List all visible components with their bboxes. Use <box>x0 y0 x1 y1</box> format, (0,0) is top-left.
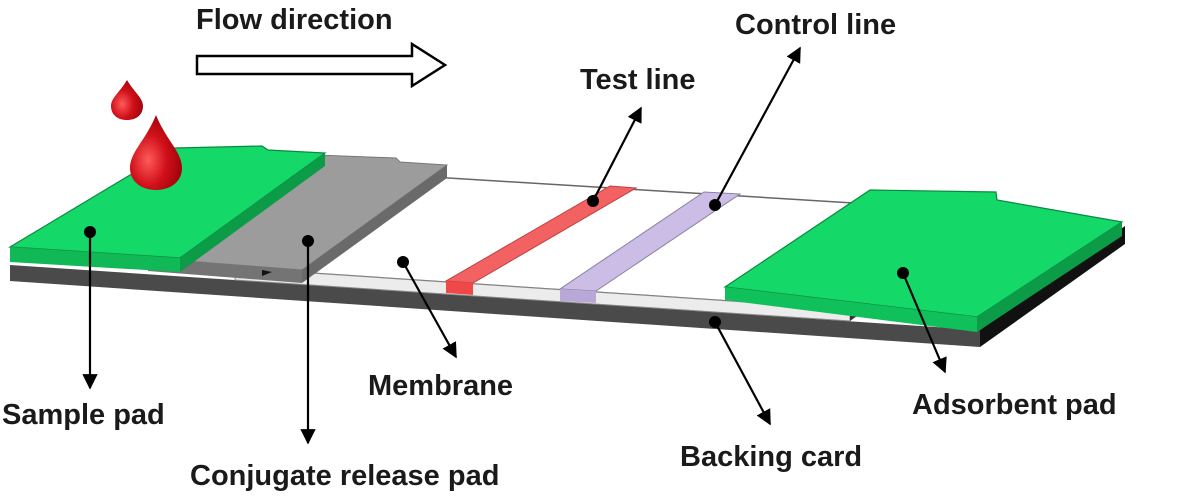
label-backing-card: Backing card <box>680 441 862 473</box>
label-control-line: Control line <box>735 9 896 41</box>
label-flow-direction: Flow direction <box>196 4 393 36</box>
label-conjugate-release-pad: Conjugate release pad <box>190 460 499 492</box>
test-line-band <box>444 185 638 295</box>
label-adsorbent-pad: Adsorbent pad <box>912 389 1117 421</box>
label-test-line: Test line <box>580 64 696 96</box>
label-sample-pad: Sample pad <box>2 399 165 431</box>
blood-drop-icon <box>111 80 143 120</box>
label-membrane: Membrane <box>368 370 513 402</box>
control-line-band <box>558 191 742 303</box>
leader-lines <box>82 46 947 445</box>
flow-direction-arrow-icon <box>195 41 448 89</box>
adsorbent-pad <box>723 189 1124 332</box>
blood-drop-icon <box>130 115 182 190</box>
